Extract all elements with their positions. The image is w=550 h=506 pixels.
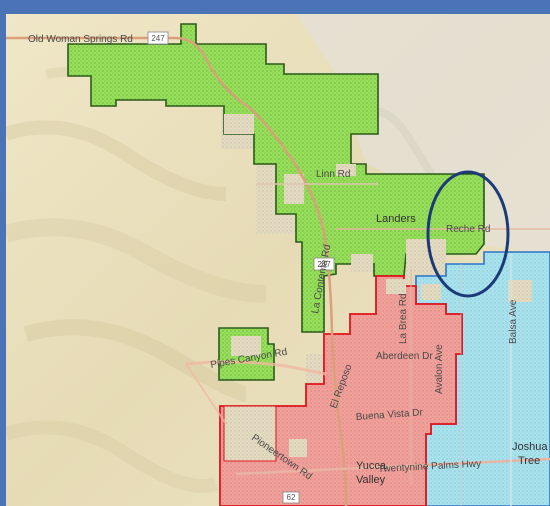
highlight-ellipse [426, 170, 510, 298]
label-balsa-ave: Balsa Ave [508, 299, 519, 344]
label-aberdeen-dr: Aberdeen Dr [376, 351, 433, 362]
pipes-canyon-road [185, 360, 327, 376]
svg-text:62: 62 [287, 493, 296, 502]
highway-247 [6, 36, 348, 506]
parcel-patch [289, 439, 307, 457]
parcel-patch [223, 405, 277, 462]
parcel-patch [336, 164, 356, 176]
label-buena-vista-dr: Buena Vista Dr [355, 407, 423, 423]
parcel-patch [421, 284, 441, 300]
parcel-patch [231, 336, 261, 356]
label-joshua: Joshua [512, 441, 548, 453]
parcel-patch [386, 279, 406, 294]
label-linn-rd: Linn Rd [316, 169, 350, 180]
parcel-patch [508, 280, 532, 302]
side-road [185, 363, 227, 425]
label-yucca: Yucca [356, 460, 387, 472]
label-la-brea-rd: La Brea Rd [398, 293, 409, 344]
twentynine-palms-hwy [235, 457, 550, 476]
route-shield-62: 62 [282, 491, 300, 504]
svg-text:247: 247 [317, 260, 331, 269]
route-shield-247-mid: 247 [313, 257, 335, 271]
svg-text:247: 247 [151, 34, 165, 43]
hillshade [6, 66, 440, 493]
label-twentynine-palms-hwy: Twentynine Palms Hwy [378, 459, 482, 475]
parcel-patch [406, 239, 446, 276]
map-canvas[interactable]: 247 247 62 Old Woman Springs Rd Linn Rd … [6, 14, 550, 506]
parcel-patch [224, 114, 254, 134]
label-landers: Landers [376, 213, 416, 225]
label-valley: Valley [356, 474, 386, 486]
route-shield-247-top: 247 [147, 31, 169, 45]
parcel-patch [351, 254, 373, 272]
label-tree: Tree [518, 455, 540, 467]
map-view[interactable]: 247 247 62 Old Woman Springs Rd Linn Rd … [6, 14, 550, 506]
label-old-woman-springs-rd: Old Woman Springs Rd [28, 34, 133, 45]
road-network [6, 36, 550, 506]
label-reche-rd: Reche Rd [446, 224, 490, 235]
red-district[interactable] [219, 275, 463, 506]
parcel-patch [284, 174, 304, 204]
label-avalon-ave: Avalon Ave [434, 344, 445, 394]
